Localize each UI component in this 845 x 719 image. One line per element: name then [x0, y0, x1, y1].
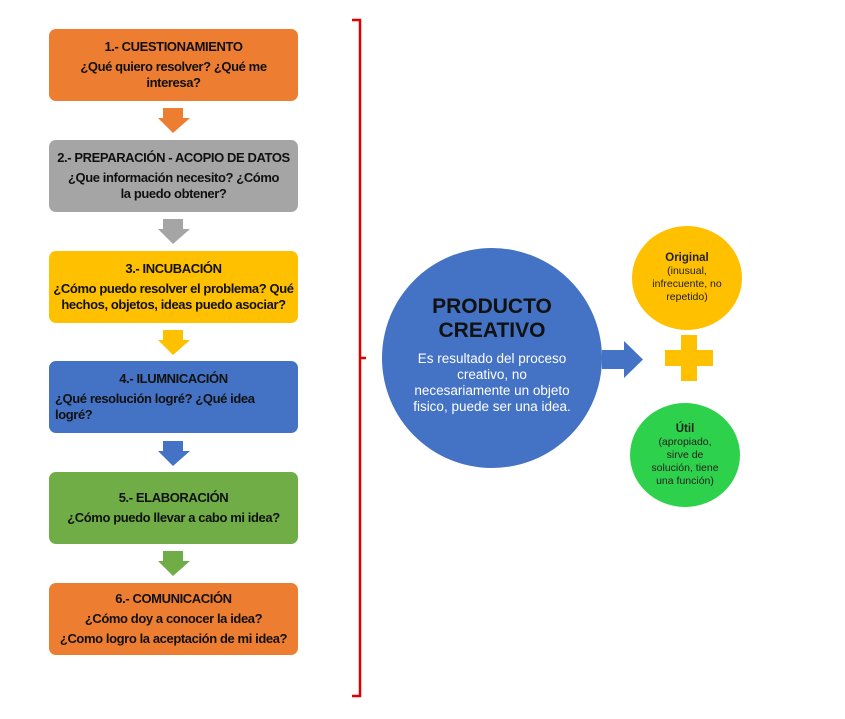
step-question: ¿Cómo puedo resolver el problema? Qué he…	[53, 281, 294, 312]
right-arrow-icon	[602, 341, 643, 378]
product-description: Es resultado del proceso creativo, no ne…	[413, 351, 571, 414]
down-arrow-icon	[158, 330, 190, 355]
step-cuestionamiento: 1.- CUESTIONAMIENTO ¿Qué quiero resolver…	[49, 29, 298, 101]
step-preparacion: 2.- PREPARACIÓN - ACOPIO DE DATOS ¿Que i…	[49, 140, 298, 212]
step-title: 1.- CUESTIONAMIENTO	[104, 39, 243, 54]
original-circle: Original (inusual, infrecuente, no repet…	[632, 226, 742, 330]
step-question-2: ¿Como logro la aceptación de mi idea?	[59, 631, 288, 646]
producto-creativo-circle: PRODUCTO CREATIVO Es resultado del proce…	[382, 248, 602, 468]
util-title: Útil	[675, 422, 695, 435]
step-question: ¿Cómo doy a conocer la idea?	[84, 611, 263, 626]
step-iluminacion: 4.- ILUMNICACIÓN ¿Qué resolución logré? …	[49, 361, 298, 433]
step-question: ¿Que información necesito? ¿Cómo la pued…	[67, 170, 280, 201]
step-question: ¿Qué quiero resolver? ¿Qué me interesa?	[80, 59, 267, 90]
right-bracket	[352, 18, 366, 698]
plus-icon	[665, 335, 713, 381]
down-arrow-icon	[158, 441, 190, 466]
original-description: (inusual, infrecuente, no repetido)	[652, 265, 722, 303]
down-arrow-icon	[158, 219, 190, 244]
step-comunicacion: 6.- COMUNICACIÓN ¿Cómo doy a conocer la …	[49, 583, 298, 655]
down-arrow-icon	[158, 108, 190, 133]
step-question: ¿Cómo puedo llevar a cabo mi idea?	[67, 510, 280, 525]
step-title: 3.- INCUBACIÓN	[125, 261, 222, 276]
util-circle: Útil (apropiado, sirve de solución, tien…	[630, 403, 740, 507]
down-arrow-icon	[158, 551, 190, 576]
step-question: ¿Qué resolución logré? ¿Qué idea logré?	[55, 391, 255, 422]
original-title: Original	[665, 252, 709, 264]
product-title-line1: PRODUCTO	[432, 295, 552, 318]
product-title: PRODUCTO CREATIVO	[432, 295, 552, 343]
step-title: 2.- PREPARACIÓN - ACOPIO DE DATOS	[57, 150, 290, 165]
step-title: 4.- ILUMNICACIÓN	[119, 371, 228, 386]
step-title: 6.- COMUNICACIÓN	[115, 591, 232, 606]
product-title-line2: CREATIVO	[438, 319, 546, 342]
util-description: (apropiado, sirve de solución, tiene una…	[651, 435, 719, 487]
step-title: 5.- ELABORACIÓN	[118, 490, 229, 505]
step-elaboracion: 5.- ELABORACIÓN ¿Cómo puedo llevar a cab…	[49, 472, 298, 544]
step-incubacion: 3.- INCUBACIÓN ¿Cómo puedo resolver el p…	[49, 251, 298, 323]
